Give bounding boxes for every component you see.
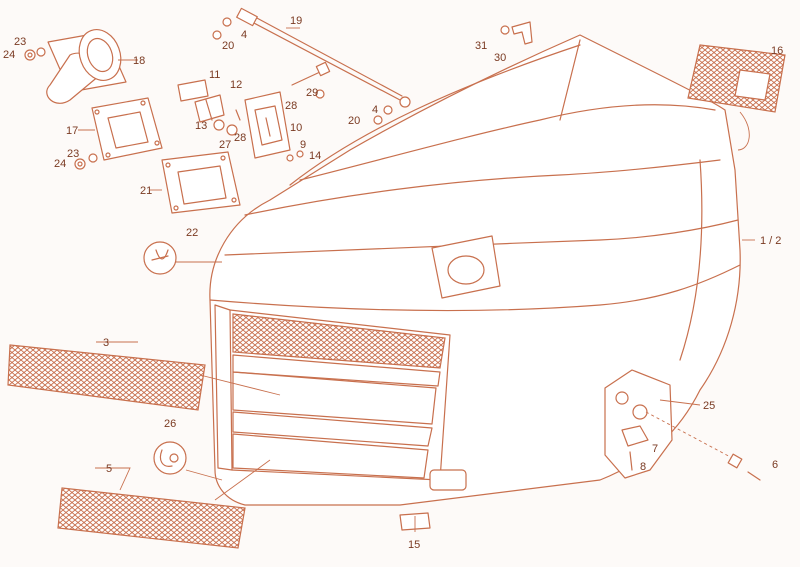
callout-24a: 24 xyxy=(3,49,15,61)
callout-3: 3 xyxy=(103,337,109,349)
callout-13: 13 xyxy=(195,120,207,132)
callout-20b: 20 xyxy=(348,115,360,127)
callout-30: 30 xyxy=(494,52,506,64)
callout-23a: 23 xyxy=(14,36,26,48)
mesh-panel-5 xyxy=(57,487,246,549)
detail-circle-26 xyxy=(153,441,223,481)
callout-4b: 4 xyxy=(372,104,378,116)
callout-15: 15 xyxy=(408,539,420,551)
bolt-29 xyxy=(291,61,331,99)
callout-29: 29 xyxy=(306,87,318,99)
callout-9: 9 xyxy=(300,139,306,151)
screw-9-14 xyxy=(286,150,304,162)
bracket-group xyxy=(177,79,241,136)
intake-cup-18 xyxy=(46,29,127,104)
callout-27: 27 xyxy=(219,139,231,151)
plate-10 xyxy=(244,91,291,159)
callout-4a: 4 xyxy=(241,29,247,41)
gas-strut-19 xyxy=(212,7,411,125)
callout-12: 12 xyxy=(230,79,242,91)
callout-10: 10 xyxy=(290,122,302,134)
callout-17: 17 xyxy=(66,125,78,137)
callout-5: 5 xyxy=(106,463,112,475)
callout-11: 11 xyxy=(209,69,220,81)
callout-16: 16 xyxy=(771,45,783,57)
callout-14: 14 xyxy=(309,150,321,162)
callout-26: 26 xyxy=(164,418,176,430)
gasket-17 xyxy=(91,97,163,161)
callout-8: 8 xyxy=(640,461,646,473)
callout-21: 21 xyxy=(140,185,152,197)
clip-30-31 xyxy=(500,21,533,45)
mesh-panel-3 xyxy=(7,344,206,411)
callout-19: 19 xyxy=(290,15,302,27)
callout-23b: 23 xyxy=(67,148,79,160)
mesh-panel-16 xyxy=(687,44,786,151)
gasket-21 xyxy=(161,151,241,214)
callout-1-2: 1 / 2 xyxy=(760,235,781,247)
latch-plate-25 xyxy=(604,369,761,481)
callout-28a: 28 xyxy=(234,132,246,144)
callout-22: 22 xyxy=(186,227,198,239)
callout-31: 31 xyxy=(475,40,487,52)
callout-labels: 1 / 2 3 4 4 5 6 7 8 9 10 11 12 13 14 15 … xyxy=(3,15,783,551)
callout-28b: 28 xyxy=(285,100,297,112)
callout-20a: 20 xyxy=(222,40,234,52)
nut-24b xyxy=(74,153,98,170)
callout-7: 7 xyxy=(652,443,658,455)
callout-6: 6 xyxy=(772,459,778,471)
callout-18: 18 xyxy=(133,55,145,67)
detail-circle-22 xyxy=(143,241,222,275)
nut-24a xyxy=(24,47,46,61)
callout-25: 25 xyxy=(703,400,715,412)
leader-lines xyxy=(78,27,755,532)
callout-24b: 24 xyxy=(54,158,66,170)
